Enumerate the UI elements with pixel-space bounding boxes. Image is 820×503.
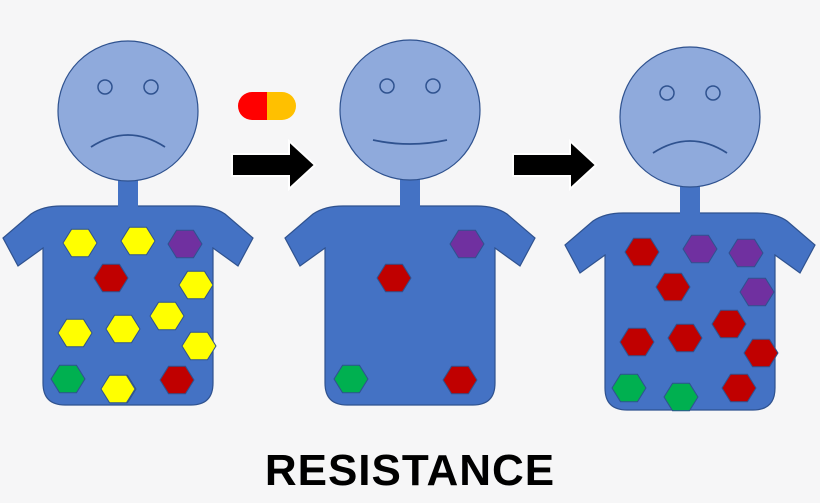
caption-resistance: RESISTANCE [264, 446, 556, 495]
bacterium-yellow [57, 318, 93, 348]
person-resistance [564, 46, 816, 412]
antibiotic-pill-icon [238, 92, 296, 120]
bacterium-red [624, 237, 660, 267]
bacterium-purple [739, 277, 775, 307]
bacterium-red [376, 263, 412, 293]
bacterium-green [333, 364, 369, 394]
bacterium-red [655, 272, 691, 302]
bacterium-yellow [105, 314, 141, 344]
right-arrow-icon [512, 138, 598, 192]
person-after-treatment [284, 39, 536, 406]
neutral-mouth [372, 139, 448, 145]
bacterium-red [619, 327, 655, 357]
bacterium-yellow [62, 228, 98, 258]
left-eye [97, 79, 113, 95]
bacterium-green [611, 373, 647, 403]
shirt-body [284, 205, 536, 406]
bacterium-green [50, 364, 86, 394]
bacterium-red [442, 365, 478, 395]
bacterium-red [711, 309, 747, 339]
bacterium-purple [167, 229, 203, 259]
bacterium-green [663, 382, 699, 412]
neck [400, 172, 420, 208]
bacterium-yellow [100, 374, 136, 404]
bacterium-yellow [149, 301, 185, 331]
right-arrow-icon [231, 138, 317, 192]
bacterium-red [93, 263, 129, 293]
bacterium-red [667, 323, 703, 353]
bacterium-yellow [181, 331, 217, 361]
head [339, 39, 481, 181]
bacterium-red [721, 373, 757, 403]
pill-left-half [238, 92, 267, 120]
bacterium-purple [728, 238, 764, 268]
bacterium-yellow [178, 270, 214, 300]
bacterium-purple [682, 234, 718, 264]
left-eye [379, 78, 395, 94]
head [619, 46, 761, 188]
right-eye [705, 85, 721, 101]
right-eye [425, 78, 441, 94]
right-eye [143, 79, 159, 95]
pill-right-half [267, 92, 296, 120]
sad-mouth [652, 140, 728, 154]
sad-mouth [90, 134, 166, 148]
bacterium-red [743, 338, 779, 368]
bacterium-purple [449, 229, 485, 259]
head [57, 40, 199, 182]
person-before-treatment [2, 40, 254, 406]
left-eye [659, 85, 675, 101]
bacterium-red [159, 365, 195, 395]
bacterium-yellow [120, 226, 156, 256]
